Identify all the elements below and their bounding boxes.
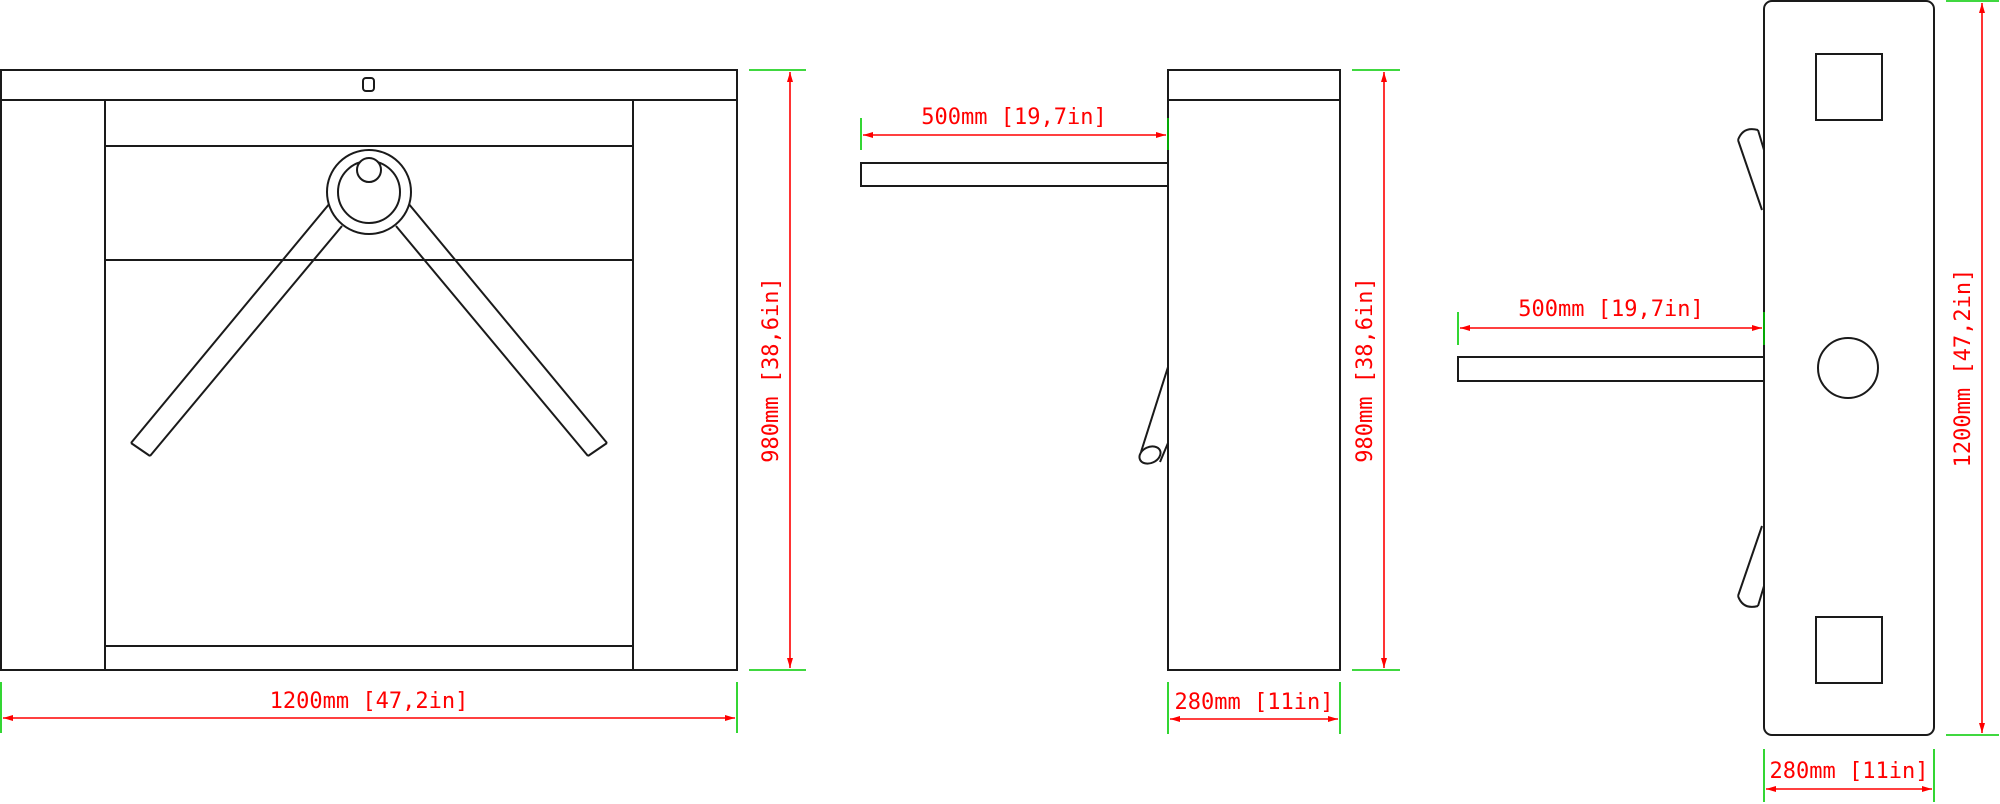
side-arm-label: 500mm [19,7in] bbox=[921, 105, 1106, 130]
top-cabinet-outline bbox=[1763, 0, 1935, 736]
front-view: 980mm [38,6in] 1200mm [47,2in] bbox=[0, 69, 806, 733]
top-view: 500mm [19,7in] 1200mm [47,2in] 280mm [11… bbox=[1457, 0, 1999, 802]
top-arm-label: 500mm [19,7in] bbox=[1518, 297, 1703, 322]
top-reader-panel-upper bbox=[1815, 53, 1883, 121]
side-lower-arm bbox=[1138, 366, 1169, 465]
top-depth-label: 280mm [11in] bbox=[1770, 759, 1929, 784]
front-height-label: 980mm [38,6in] bbox=[759, 277, 784, 462]
front-cabinet-outline bbox=[0, 69, 738, 671]
side-view: 500mm [19,7in] 980mm [38,6in] 280mm [11i… bbox=[860, 69, 1400, 734]
top-upper-arm bbox=[1737, 128, 1765, 211]
side-cabinet-outline bbox=[1167, 69, 1341, 671]
tripod-hub-outer bbox=[326, 149, 412, 235]
tripod-arm-right bbox=[395, 202, 608, 457]
side-height-label: 980mm [38,6in] bbox=[1353, 277, 1378, 462]
top-lower-arm bbox=[1737, 525, 1765, 608]
top-length-label: 1200mm [47,2in] bbox=[1951, 269, 1976, 468]
side-arm-bar bbox=[860, 162, 1169, 187]
side-depth-label: 280mm [11in] bbox=[1175, 690, 1334, 715]
tripod-arm-left bbox=[130, 202, 343, 457]
top-hub-circle bbox=[1817, 337, 1879, 399]
top-reader-panel-lower bbox=[1815, 616, 1883, 684]
tripod-arm-top-end bbox=[356, 157, 382, 183]
key-lock-icon bbox=[362, 77, 375, 92]
top-arm-bar bbox=[1457, 356, 1765, 382]
front-width-label: 1200mm [47,2in] bbox=[270, 689, 469, 714]
